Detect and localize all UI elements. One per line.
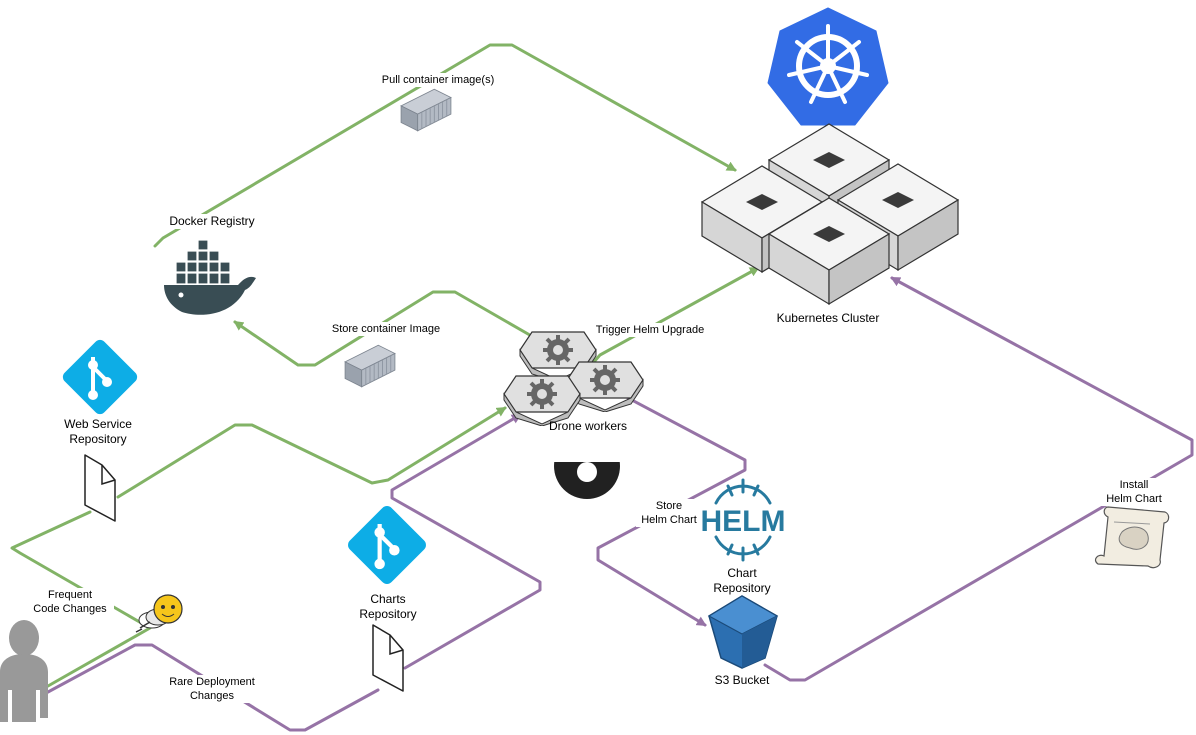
document-icon: [372, 624, 404, 692]
flow-trigger-helm: [583, 266, 760, 374]
gear-worker-icon: [502, 330, 645, 426]
label-web-service-repository: Web Service Repository: [64, 417, 132, 446]
label-rare-deployment-changes: Rare Deployment Changes: [160, 675, 264, 703]
drone-logo-icon: [554, 427, 620, 499]
shipping-container-icon: [344, 344, 396, 388]
label-frequent-code-changes: Frequent Code Changes: [26, 588, 114, 616]
flow-pull-images: [153, 43, 737, 248]
git-logo-icon: [60, 337, 140, 417]
label-store-helm-chart: Store Helm Chart: [636, 499, 702, 527]
label-store-container-image: Store container Image: [326, 322, 446, 336]
kubernetes-logo-icon: [767, 7, 889, 126]
label-drone-workers: Drone workers: [548, 419, 628, 433]
flow-charts-to-drone: [390, 413, 542, 670]
flow-web-to-drone: [116, 406, 507, 499]
flow-install-chart: [763, 276, 1194, 682]
git-logo-icon: [345, 503, 428, 586]
label-install-helm-chart: Install Helm Chart: [1098, 478, 1170, 506]
label-chart-repository: Chart Repository: [713, 566, 771, 595]
label-pull-container-images: Pull container image(s): [378, 73, 498, 87]
label-kubernetes-cluster: Kubernetes Cluster: [776, 311, 880, 325]
user-icon: [0, 620, 48, 722]
label-trigger-helm-upgrade: Trigger Helm Upgrade: [590, 323, 710, 337]
helm-logo-text: HELM: [701, 505, 786, 538]
chart-scroll-icon: [1094, 506, 1170, 569]
label-charts-repository: Charts Repository: [359, 592, 417, 621]
shipping-container-icon: [400, 88, 452, 132]
s3-bucket-icon: [707, 595, 779, 669]
docker-whale-icon: [164, 239, 256, 315]
flow-user-to-web: [10, 510, 152, 688]
bee-icon: [135, 594, 183, 633]
purple-flows: [46, 276, 1194, 732]
label-docker-registry: Docker Registry: [162, 214, 262, 229]
label-s3-bucket: S3 Bucket: [714, 673, 770, 687]
helm-wheel-icon: HELM: [701, 478, 786, 562]
